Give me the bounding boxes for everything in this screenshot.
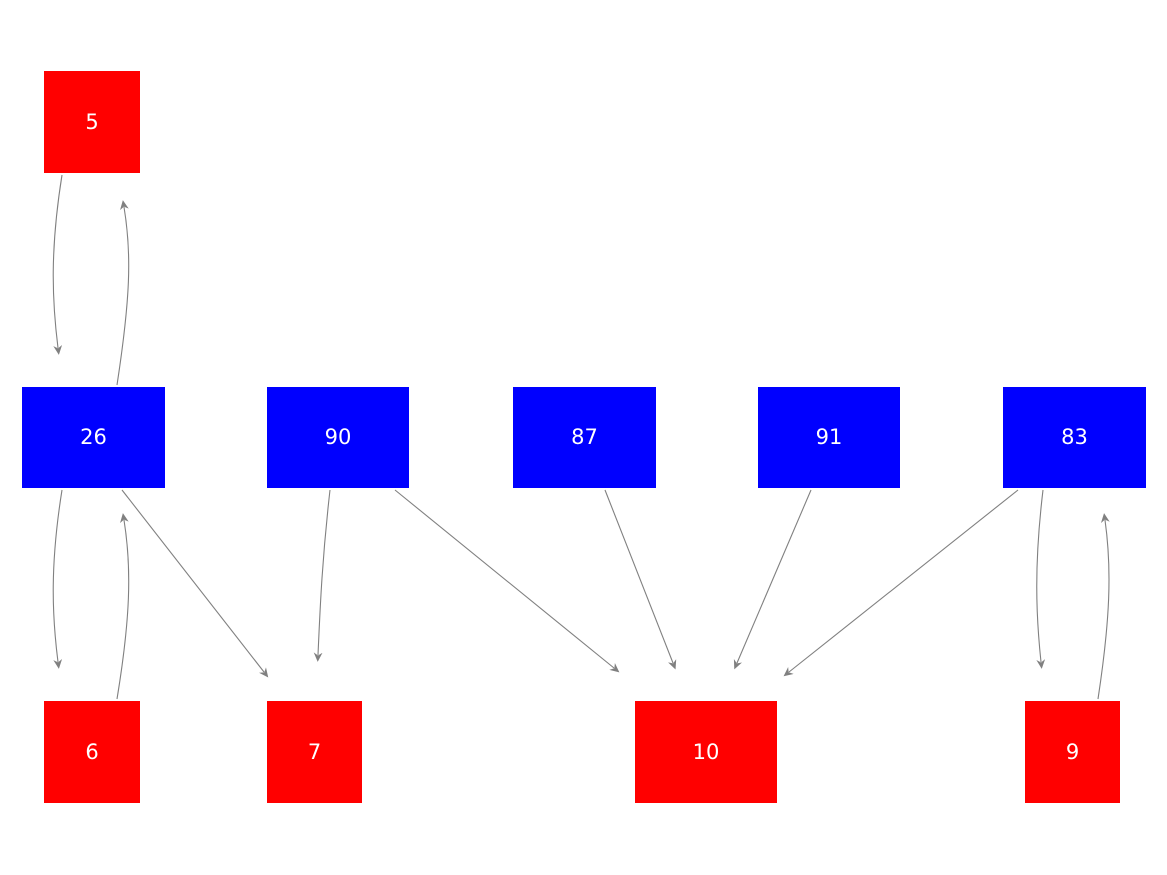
graph-node-6[interactable]: 6 — [44, 701, 140, 803]
graph-node-90[interactable]: 90 — [267, 387, 409, 488]
graph-node-26[interactable]: 26 — [22, 387, 165, 488]
graph-node-label: 90 — [324, 425, 352, 449]
graph-node-label: 10 — [692, 739, 720, 764]
graph-edge-6-to-26 — [116, 513, 130, 700]
graph-edge-26-to-7 — [121, 489, 269, 678]
graph-node-label: 91 — [815, 425, 843, 449]
graph-node-87[interactable]: 87 — [513, 387, 656, 488]
graph-edge-5-to-26 — [52, 174, 63, 355]
graph-node-label: 87 — [571, 425, 598, 449]
graph-edge-9-to-83 — [1097, 513, 1110, 700]
graph-edge-26-to-5 — [116, 200, 130, 386]
graph-node-label: 6 — [85, 739, 99, 764]
graph-node-label: 5 — [85, 109, 99, 134]
graph-node-label: 26 — [80, 425, 107, 449]
graph-node-9[interactable]: 9 — [1025, 701, 1120, 803]
graph-node-label: 7 — [307, 739, 322, 764]
graph-node-7[interactable]: 7 — [267, 701, 362, 803]
graph-node-label: 9 — [1065, 739, 1080, 764]
graph-edge-83-to-10 — [783, 489, 1019, 677]
graph-edge-26-to-6 — [52, 489, 63, 669]
graph-edge-83-to-9 — [1036, 489, 1046, 669]
graph-node-label: 83 — [1061, 425, 1088, 449]
graph-edge-90-to-10 — [394, 489, 620, 673]
graph-node-5[interactable]: 5 — [44, 71, 140, 173]
graph-edge-91-to-10 — [733, 489, 812, 670]
graph-edge-90-to-7 — [313, 489, 331, 662]
graph-node-91[interactable]: 91 — [758, 387, 900, 488]
graph-node-10[interactable]: 10 — [635, 701, 777, 803]
graph-node-83[interactable]: 83 — [1003, 387, 1146, 488]
graph-edge-87-to-10 — [604, 489, 677, 670]
